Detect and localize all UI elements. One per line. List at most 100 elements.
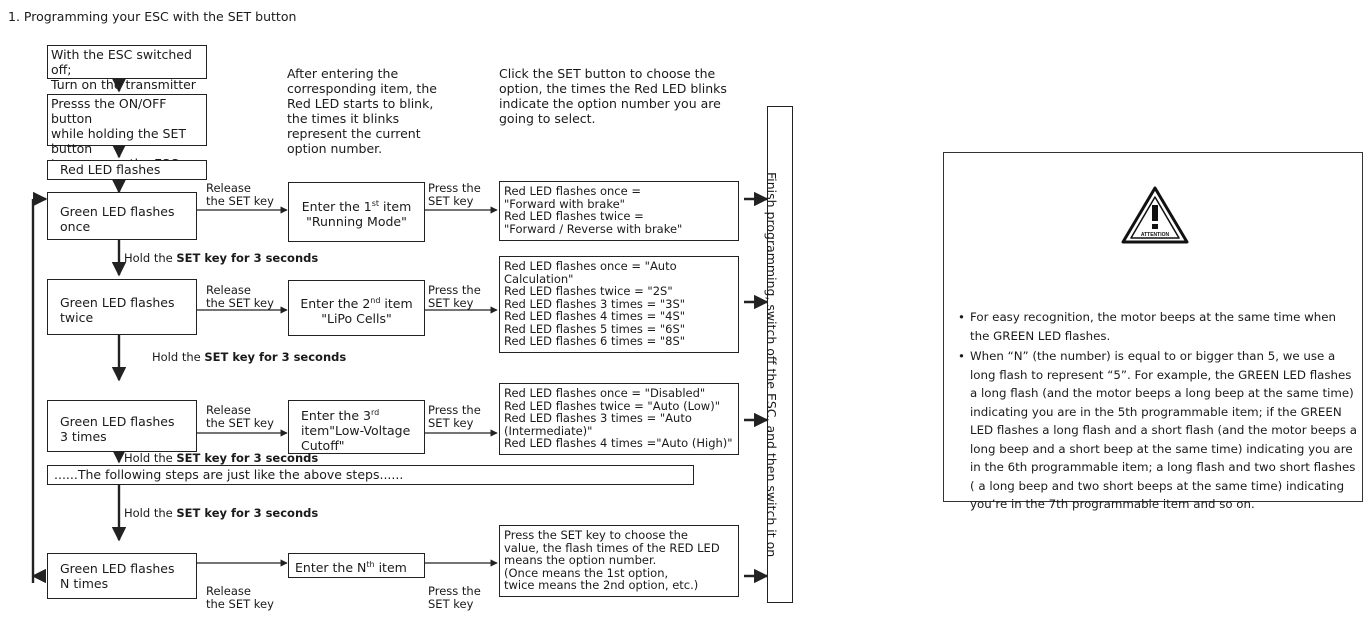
label-line: Press the <box>428 283 481 297</box>
options-row-1-box: Red LED flashes once = "Forward with bra… <box>499 181 739 241</box>
option-line: (Intermediate)" <box>504 423 593 438</box>
step-text: Turn on the transmitter <box>51 77 196 92</box>
green-led-text: once <box>60 219 91 234</box>
item-text: Enter the 2nd item <box>300 296 413 312</box>
hold-label: Hold the SET key for 3 seconds <box>124 251 319 265</box>
option-line: Red LED flashes once = "Auto <box>504 259 677 273</box>
option-line: (Once means the 1st option, <box>504 565 669 580</box>
step-text: With the ESC switched off; <box>51 47 192 77</box>
enter-item-2-box: Enter the 2nd item "LiPo Cells" <box>288 280 425 336</box>
step-text: Red LED flashes <box>60 162 161 177</box>
option-line: Red LED flashes twice = <box>504 209 644 223</box>
header-line: indicate the option number you are <box>499 96 721 111</box>
red-led-flashes-box: Red LED flashes <box>47 160 207 180</box>
enter-item-1-box: Enter the 1st item "Running Mode" <box>288 182 425 242</box>
green-led-once-box: Green LED flashes once <box>47 192 197 240</box>
attention-notes-list: For easy recognition, the motor beeps at… <box>958 308 1358 514</box>
hold-label: Hold the SET key for 3 seconds <box>124 506 319 520</box>
finish-programming-text: Finish programming, switch off the ESC, … <box>764 172 779 558</box>
following-steps-box: ......The following steps are just like … <box>47 465 694 485</box>
header-line: After entering the <box>287 66 399 81</box>
item-text: "LiPo Cells" <box>321 311 392 327</box>
label-line: the SET key <box>206 193 274 208</box>
option-line: Red LED flashes 4 times = "4S" <box>504 309 686 323</box>
label-line: SET key <box>428 295 474 310</box>
option-line: Red LED flashes twice = "Auto (Low)" <box>504 398 720 413</box>
attention-label: ATTENTION <box>1141 232 1170 238</box>
header-line: the times it blinks <box>287 111 400 126</box>
option-line: "Forward with brake" <box>504 196 625 211</box>
label-line: Release <box>206 403 251 417</box>
press-label: Press the SET key <box>428 182 481 207</box>
step-switch-off-box: With the ESC switched off; Turn on the t… <box>47 45 207 92</box>
green-led-text: twice <box>60 310 94 325</box>
option-line: Red LED flashes once = "Disabled" <box>504 386 706 400</box>
enter-item-n-box: Enter the Nth item <box>288 553 425 578</box>
options-row-3-box: Red LED flashes once = "Disabled" Red LE… <box>499 383 739 455</box>
step-power-on-box: Presss the ON/OFF button while holding t… <box>47 94 207 171</box>
item-text: Cutoff" <box>301 438 345 454</box>
press-label: Press the SET key <box>428 284 481 309</box>
option-line: value, the flash times of the RED LED <box>504 540 720 555</box>
following-steps-text: ......The following steps are just like … <box>54 467 404 482</box>
choose-option-header: Click the SET button to choose the optio… <box>499 66 727 126</box>
header-line: corresponding item, the <box>287 81 437 96</box>
release-label: Release the SET key <box>206 182 274 207</box>
label-line: Release <box>206 181 251 195</box>
hold-label: Hold the SET key for 3 seconds <box>152 350 347 364</box>
item-text: item"Low-Voltage <box>301 423 411 439</box>
label-line: Press the <box>428 584 481 598</box>
option-line: Calculation" <box>504 271 574 286</box>
step-text: while holding the SET button <box>51 126 186 156</box>
green-led-text: N times <box>60 576 109 591</box>
green-led-text: Green LED flashes <box>60 561 175 576</box>
option-line: Red LED flashes 3 times = "Auto <box>504 411 692 425</box>
hold-label: Hold the SET key for 3 seconds <box>124 451 319 465</box>
header-line: Click the SET button to choose the <box>499 66 716 81</box>
label-line: SET key <box>428 415 474 430</box>
option-line: Red LED flashes 5 times = "6S" <box>504 321 686 336</box>
release-label: Release the SET key <box>206 284 274 309</box>
finish-programming-box <box>767 106 793 603</box>
option-line: Red LED flashes 4 times ="Auto (High)" <box>504 436 733 450</box>
press-label: Press the SET key <box>428 404 481 429</box>
option-line: "Forward / Reverse with brake" <box>504 221 683 236</box>
note-item: When “N” (the number) is equal to or big… <box>958 347 1358 514</box>
options-row-n-box: Press the SET key to choose the value, t… <box>499 525 739 597</box>
attention-notes-panel: ATTENTION For easy recognition, the moto… <box>943 152 1363 511</box>
step-text: Presss the ON/OFF button <box>51 96 167 126</box>
option-line: Red LED flashes twice = "2S" <box>504 284 673 298</box>
release-label: Release the SET key <box>206 404 274 429</box>
label-line: SET key <box>428 596 474 611</box>
label-line: Press the <box>428 181 481 195</box>
label-line: the SET key <box>206 596 274 611</box>
header-line: option, the times the Red LED blinks <box>499 81 727 96</box>
green-led-n-times-box: Green LED flashes N times <box>47 553 197 599</box>
option-line: twice means the 2nd option, etc.) <box>504 578 699 592</box>
header-line: going to select. <box>499 111 596 126</box>
page-title: 1. Programming your ESC with the SET but… <box>8 9 297 24</box>
item-text: Enter the 1st item <box>301 199 412 215</box>
green-led-3-times-box: Green LED flashes 3 times <box>47 400 197 452</box>
press-label: Press the SET key <box>428 585 481 610</box>
option-line: Red LED flashes 3 times = "3S" <box>504 296 686 311</box>
item-text: "Running Mode" <box>306 214 407 230</box>
green-led-text: Green LED flashes <box>60 414 175 429</box>
item-text: Enter the Nth item <box>295 560 407 576</box>
option-line: Press the SET key to choose the <box>504 528 688 542</box>
green-led-text: Green LED flashes <box>60 204 175 219</box>
option-line: means the option number. <box>504 553 657 567</box>
item-text: Enter the 3rd <box>301 408 380 424</box>
green-led-text: Green LED flashes <box>60 295 175 310</box>
header-line: option number. <box>287 141 383 156</box>
green-led-twice-box: Green LED flashes twice <box>47 279 197 335</box>
header-line: represent the current <box>287 126 421 141</box>
note-item: For easy recognition, the motor beeps at… <box>958 308 1358 345</box>
options-row-2-box: Red LED flashes once = "Auto Calculation… <box>499 256 739 353</box>
label-line: Release <box>206 584 251 598</box>
enter-item-3-box: Enter the 3rd item"Low-Voltage Cutoff" <box>288 400 425 454</box>
label-line: the SET key <box>206 295 274 310</box>
attention-warning-icon: ATTENTION <box>1121 186 1189 244</box>
option-line: Red LED flashes 6 times = "8S" <box>504 334 686 348</box>
